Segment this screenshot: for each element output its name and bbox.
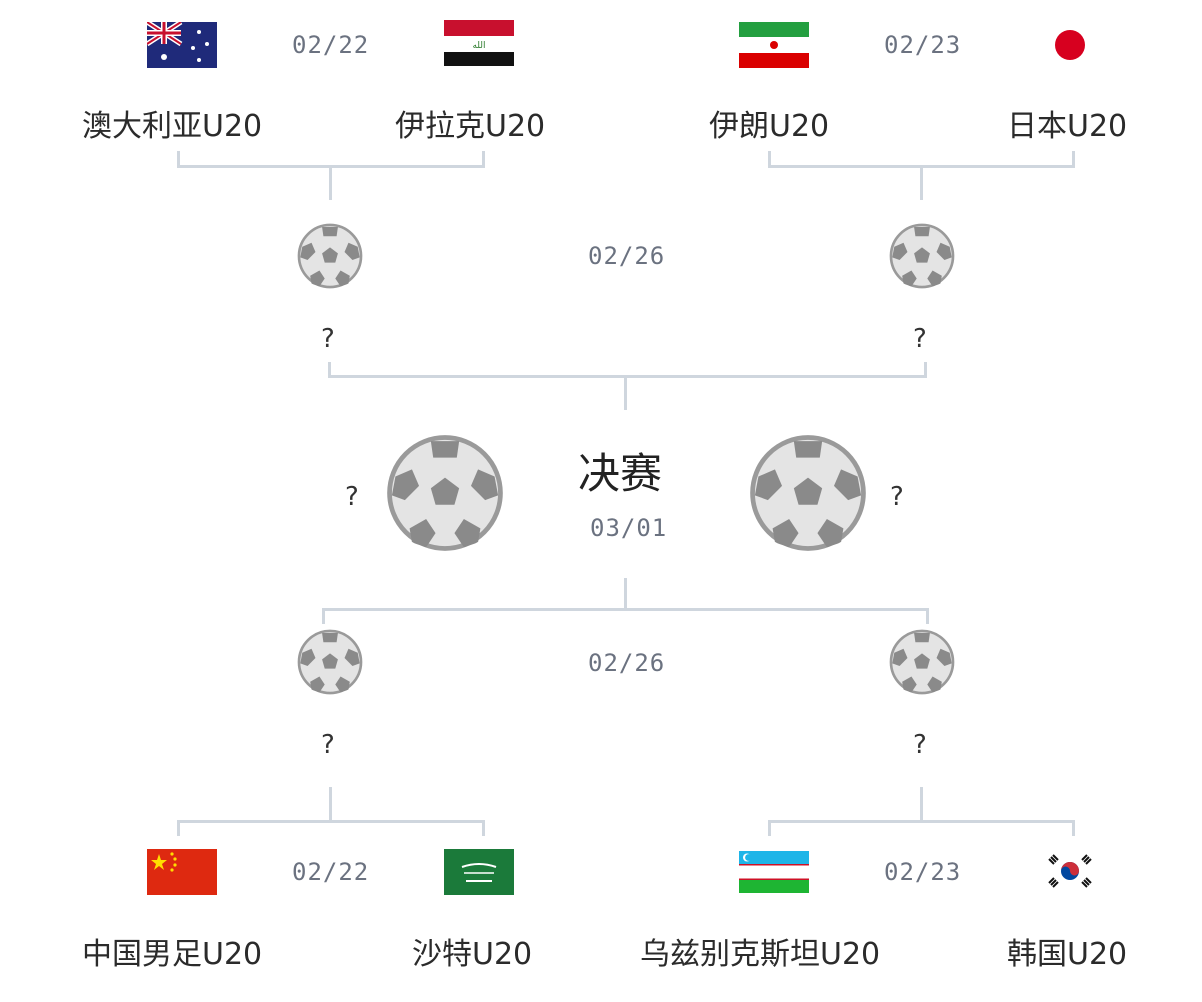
bracket-line	[177, 151, 180, 167]
bracket-line	[926, 608, 929, 624]
svg-text:الله: الله	[472, 41, 485, 51]
china-flag-icon	[147, 849, 217, 895]
unknown-winner: ?	[321, 324, 335, 354]
match-date: 02/23	[884, 858, 962, 886]
final-title: 决赛	[578, 449, 663, 498]
unknown-winner: ?	[913, 730, 927, 760]
team-name: 中国男足U20	[82, 937, 263, 972]
iraq-flag-icon: الله	[444, 20, 514, 66]
bracket-line	[624, 578, 627, 610]
team-name: 澳大利亚U20	[82, 109, 263, 144]
team-name: 伊拉克U20	[395, 109, 546, 144]
bracket-line	[920, 787, 923, 822]
bracket-line	[322, 608, 325, 624]
bracket-line	[768, 820, 771, 836]
unknown-finalist: ?	[890, 482, 904, 512]
bracket-line	[177, 820, 485, 823]
team-name: 伊朗U20	[709, 109, 830, 144]
soccer-ball-icon	[386, 434, 504, 552]
match-date: 02/22	[292, 31, 370, 59]
saudi-flag-icon	[444, 849, 514, 895]
bracket-line	[924, 362, 927, 378]
soccer-ball-icon	[889, 629, 955, 695]
japan-flag-icon	[1055, 30, 1085, 60]
uzbekistan-flag-icon	[739, 851, 809, 897]
match-date: 02/23	[884, 31, 962, 59]
bracket-line	[328, 362, 331, 378]
bracket-line	[482, 151, 485, 167]
final-date: 03/01	[590, 514, 668, 542]
bracket-line	[482, 820, 485, 836]
team-name: 乌兹别克斯坦U20	[640, 937, 881, 972]
match-date: 02/22	[292, 858, 370, 886]
soccer-ball-icon	[297, 629, 363, 695]
semifinal-date: 02/26	[588, 649, 666, 677]
bracket-line	[768, 820, 1075, 823]
bracket-line	[329, 165, 332, 200]
bracket-line	[322, 608, 929, 611]
soccer-ball-icon	[749, 434, 867, 552]
bracket-line	[920, 165, 923, 200]
bracket-line	[768, 151, 771, 167]
team-name: 日本U20	[1007, 109, 1128, 144]
bracket-line	[624, 375, 627, 410]
soccer-ball-icon	[889, 223, 955, 289]
bracket-line	[329, 787, 332, 822]
team-name: 韩国U20	[1007, 937, 1128, 972]
australia-flag-icon	[147, 22, 217, 68]
semifinal-date: 02/26	[588, 242, 666, 270]
soccer-ball-icon	[297, 223, 363, 289]
unknown-winner: ?	[321, 730, 335, 760]
bracket-line	[1072, 820, 1075, 836]
bracket-line	[177, 820, 180, 836]
unknown-finalist: ?	[345, 482, 359, 512]
team-name: 沙特U20	[412, 937, 533, 972]
korea-flag-icon	[1045, 851, 1095, 891]
unknown-winner: ?	[913, 324, 927, 354]
bracket-line	[328, 375, 927, 378]
bracket-line	[1072, 151, 1075, 167]
iran-flag-icon	[739, 22, 809, 68]
